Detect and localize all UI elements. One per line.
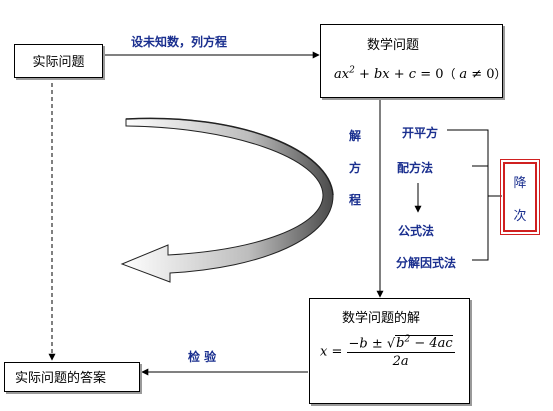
- label-method-complete-square: 配方法: [397, 161, 434, 175]
- label-method-formula: 公式法: [398, 224, 435, 238]
- math-solution-text: 数学问题的解: [342, 311, 421, 326]
- reduce-order-char-2: 次: [513, 209, 527, 224]
- label-solve-3: 程: [349, 193, 362, 207]
- label-solve-2: 方: [349, 161, 362, 175]
- label-solve-1: 解: [349, 129, 362, 143]
- box-real-problem: 实际问题: [14, 44, 103, 78]
- box-math-problem: 数学问题 ax2 + bx + c = 0（ a ≠ 0）: [320, 24, 507, 98]
- box-math-solution: 数学问题的解 x = −b ± √b2 − 4ac 2a: [309, 298, 470, 404]
- label-method-factoring: 分解因式法: [396, 256, 457, 270]
- math-problem-text: 数学问题: [367, 38, 420, 53]
- curved-band-arrow: [120, 117, 334, 283]
- label-check: 检 验: [188, 350, 217, 364]
- quadratic-equation: ax2 + bx + c = 0（ a ≠ 0）: [334, 65, 507, 82]
- box-real-answer: 实际问题的答案: [4, 362, 140, 392]
- quadratic-formula: x = −b ± √b2 − 4ac 2a: [320, 335, 455, 370]
- label-method-sqrt: 开平方: [402, 126, 439, 140]
- real-problem-text: 实际问题: [32, 55, 85, 70]
- reduce-order-box: 降 次: [500, 159, 540, 235]
- real-answer-text: 实际问题的答案: [15, 371, 107, 386]
- reduce-order-char-1: 降: [513, 176, 527, 191]
- reduce-order-bracket: [447, 129, 502, 261]
- label-set-unknown: 设未知数，列方程: [131, 35, 228, 49]
